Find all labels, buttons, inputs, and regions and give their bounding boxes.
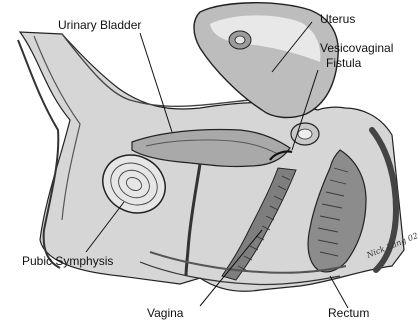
label-rectum: Rectum — [328, 306, 369, 320]
label-pubic-symphysis: Pubic Symphysis — [22, 254, 113, 268]
label-urinary-bladder: Urinary Bladder — [58, 18, 141, 32]
label-vesicovaginal: Vesicovaginal — [320, 41, 393, 55]
ovary-inner — [235, 36, 245, 44]
label-uterus: Uterus — [320, 12, 355, 26]
label-vagina: Vagina — [147, 306, 184, 320]
leader-rectum — [330, 276, 348, 308]
label-fistula: Fistula — [326, 56, 362, 70]
cervix-os — [298, 129, 312, 139]
